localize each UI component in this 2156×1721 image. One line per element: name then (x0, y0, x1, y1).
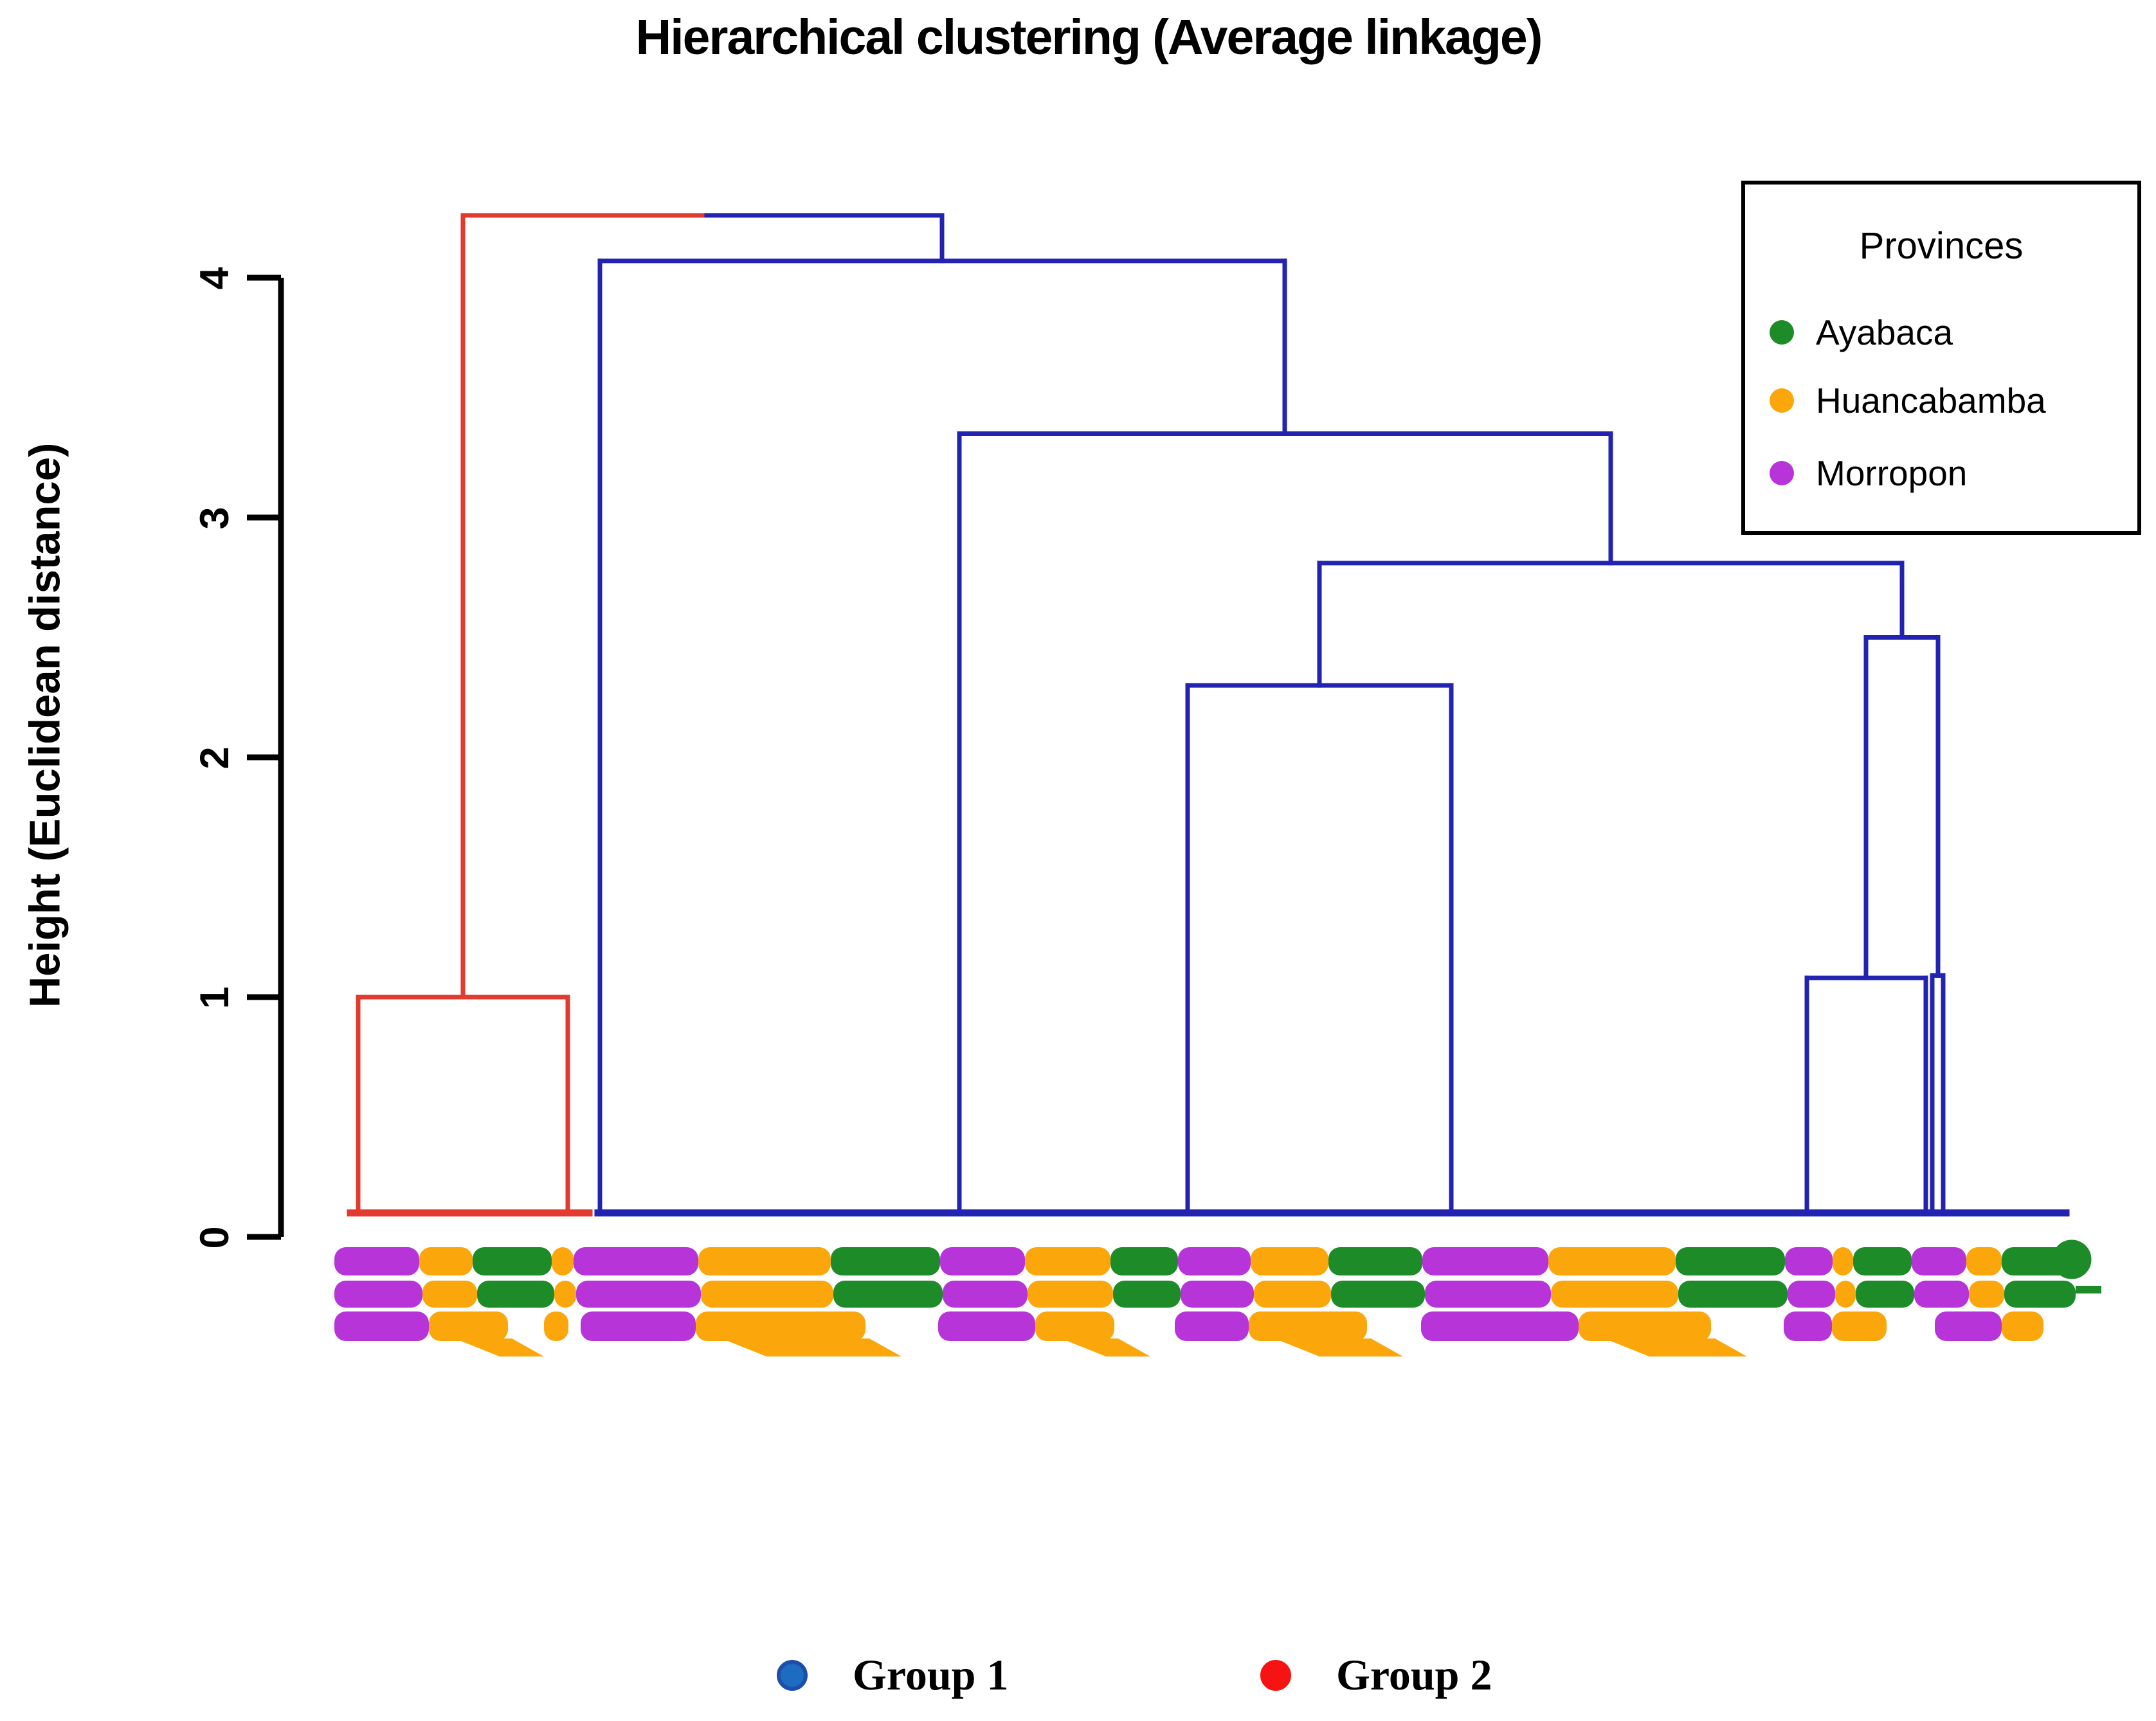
group2-label: Group 2 (1336, 1650, 1492, 1699)
group2-dot-icon (1260, 1659, 1291, 1691)
y-tick-label-4: 4 (192, 267, 237, 290)
chart-title: Hierarchical clustering (Average linkage… (635, 10, 1543, 65)
ayabaca-dot-icon (1770, 320, 1794, 345)
y-axis-title: Height (Euclidean distance) (21, 442, 69, 1008)
group1-dot-icon (777, 1659, 808, 1691)
legend-item-label: Huancabamba (1816, 381, 2046, 420)
y-tick-label-1: 1 (192, 986, 237, 1009)
dendrogram-red-group2 (347, 213, 705, 1217)
legend-title: Provinces (1859, 225, 2024, 267)
y-tick-label-0: 0 (192, 1226, 237, 1249)
legend-provinces: Provinces Ayabaca Huancabamba Morropon (1741, 181, 2141, 535)
morropon-dot-icon (1770, 461, 1794, 485)
y-axis (247, 275, 284, 1240)
huancabamba-dot-icon (1770, 388, 1794, 413)
y-tick-label-3: 3 (192, 507, 237, 530)
group-legend-item-1: Group 1 (777, 1650, 1008, 1700)
y-tick-label-2: 2 (192, 746, 237, 770)
group1-label: Group 1 (853, 1650, 1009, 1699)
legend-item-huancabamba: Huancabamba (1770, 380, 2046, 421)
legend-item-ayabaca: Ayabaca (1770, 312, 1953, 353)
dendrogram-blue-group1 (594, 213, 2070, 1217)
legend-item-label: Morropon (1816, 453, 1968, 493)
legend-item-label: Ayabaca (1816, 312, 1953, 352)
leaf-label-bands (334, 1239, 2101, 1356)
group-legend-item-2: Group 2 (1260, 1650, 1492, 1700)
legend-item-morropon: Morropon (1770, 453, 1967, 494)
